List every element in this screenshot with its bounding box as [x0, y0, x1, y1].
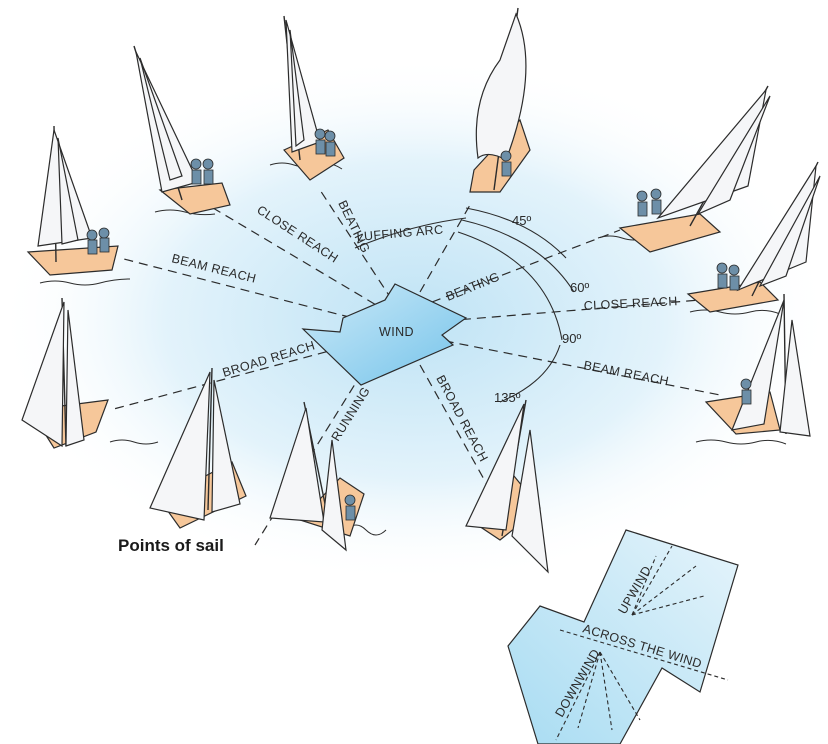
angle-135: 135º: [494, 390, 521, 405]
angle-45: 45º: [512, 213, 531, 228]
angle-90: 90º: [562, 331, 581, 346]
diagram-caption: Points of sail: [118, 536, 224, 556]
angle-60: 60º: [570, 280, 589, 295]
wind-label: WIND: [379, 325, 414, 339]
